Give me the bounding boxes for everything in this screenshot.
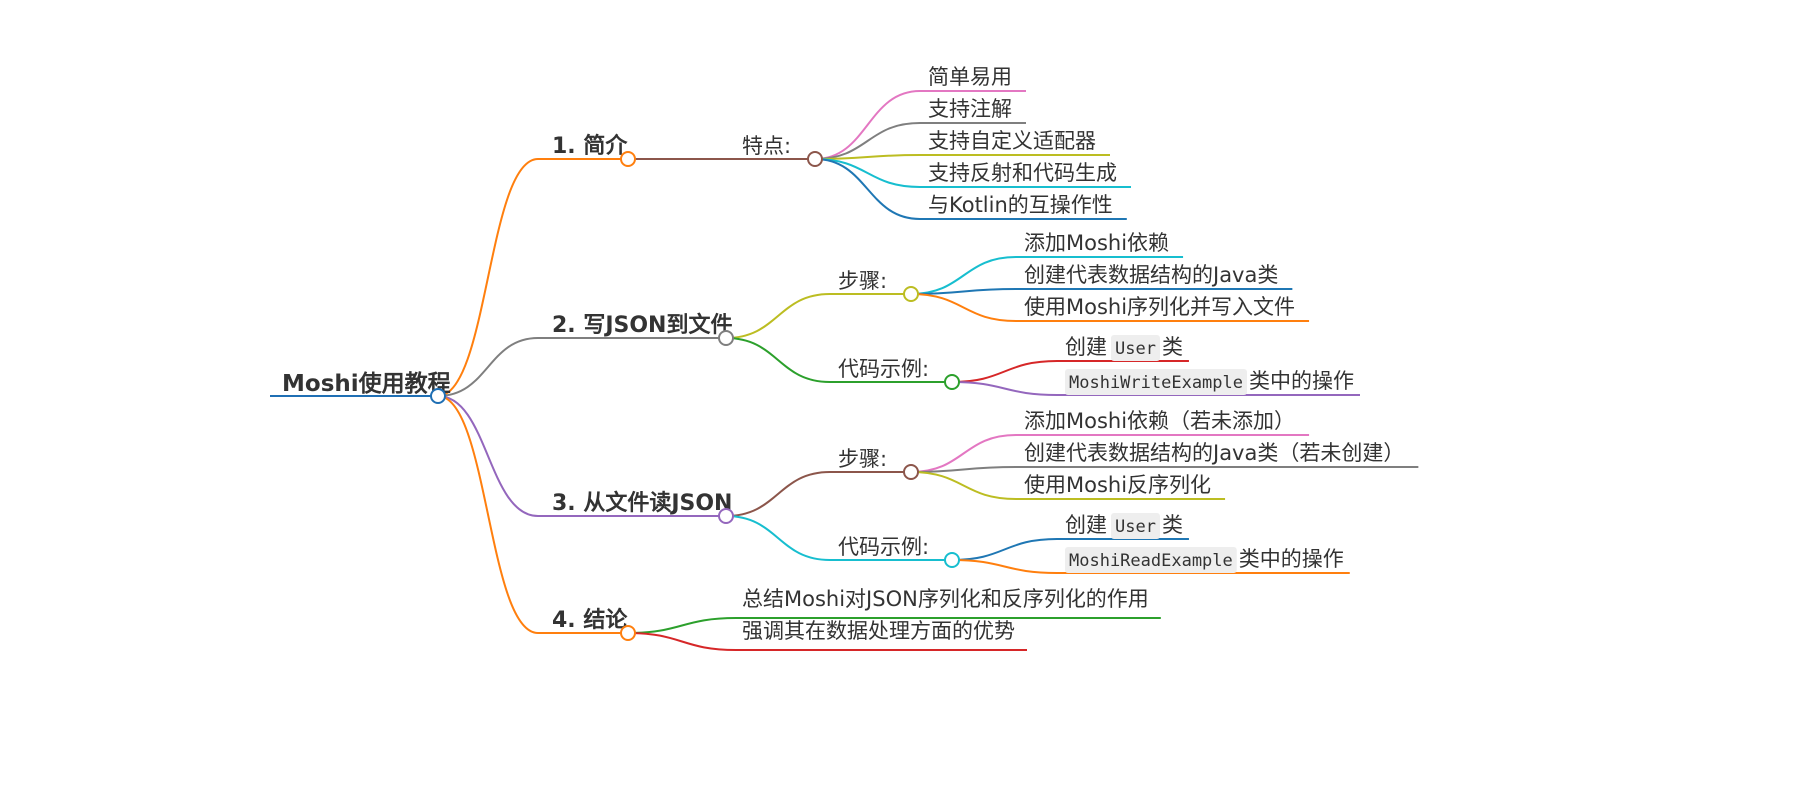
section-title: 3. 从文件读JSON: [552, 490, 732, 516]
leaf-text: 创建: [1065, 335, 1107, 359]
s4-collapse-toggle[interactable]: [620, 625, 636, 641]
leaf-connector: [910, 288, 1017, 295]
leaf-connector: [951, 538, 1058, 561]
code-snippet: User: [1115, 339, 1156, 359]
root-to-s1-line: [437, 158, 539, 397]
root-to-s4-line: [437, 395, 539, 634]
leaf-text: 简单易用: [928, 65, 1012, 89]
code-snippet: MoshiReadExample: [1069, 551, 1233, 571]
leaf-connector: [910, 293, 1017, 322]
leaf-connector: [627, 617, 737, 634]
g32-collapse-toggle[interactable]: [944, 552, 960, 568]
code-background: [1111, 513, 1160, 539]
g22-collapse-toggle[interactable]: [944, 374, 960, 390]
code-background: [1111, 335, 1160, 361]
code-snippet: User: [1115, 517, 1156, 537]
leaf-text: 创建代表数据结构的Java类（若未创建）: [1024, 441, 1404, 465]
s3-collapse-toggle[interactable]: [718, 508, 734, 524]
g21-collapse-toggle[interactable]: [903, 286, 919, 302]
g21-connector: [725, 293, 831, 339]
leaf-connector: [910, 434, 1017, 473]
g32-connector: [725, 515, 831, 561]
leaf-text: 类: [1162, 335, 1183, 359]
leaf-connector: [814, 90, 921, 160]
root-to-s3-line: [437, 395, 539, 517]
group-label: 特点:: [742, 134, 791, 158]
leaf-text: 强调其在数据处理方面的优势: [742, 619, 1015, 643]
leaf-text: 添加Moshi依赖: [1024, 231, 1169, 255]
root-collapse-toggle[interactable]: [430, 388, 446, 404]
leaf-connector: [814, 154, 921, 160]
g22-connector: [725, 337, 831, 383]
leaf-text: 使用Moshi序列化并写入文件: [1024, 295, 1295, 319]
section-title: 2. 写JSON到文件: [552, 312, 732, 338]
section-title: 4. 结论: [552, 607, 628, 633]
leaf-connector: [814, 122, 921, 160]
code-background: [1065, 547, 1237, 573]
leaf-text: 添加Moshi依赖（若未添加）: [1024, 409, 1295, 433]
code-snippet: MoshiWriteExample: [1069, 373, 1243, 393]
group-label: 代码示例:: [838, 357, 929, 381]
leaf-text: 与Kotlin的互操作性: [928, 193, 1113, 217]
leaf-text: 类: [1162, 513, 1183, 537]
leaf-text: 类中的操作: [1249, 369, 1354, 393]
leaf-text: 创建: [1065, 513, 1107, 537]
leaf-text: 支持自定义适配器: [928, 129, 1096, 153]
s1-collapse-toggle[interactable]: [620, 151, 636, 167]
leaf-connector: [814, 158, 921, 220]
leaf-connector: [951, 381, 1058, 396]
leaf-text: 创建代表数据结构的Java类: [1024, 263, 1278, 287]
group-label: 步骤:: [838, 269, 887, 293]
g31-connector: [725, 471, 831, 517]
leaf-connector: [627, 632, 737, 651]
mindmap-nodes: Moshi使用教程 1. 简介 特点: 简单易用支持注解支持自定义适配器支持反射和代码…: [282, 65, 1404, 643]
g31-collapse-toggle[interactable]: [903, 464, 919, 480]
g11-collapse-toggle[interactable]: [807, 151, 823, 167]
leaf-connector: [910, 471, 1017, 500]
code-background: [1065, 369, 1247, 395]
group-label: 代码示例:: [838, 535, 929, 559]
group-label: 步骤:: [838, 447, 887, 471]
leaf-text: 类中的操作: [1239, 547, 1344, 571]
root-topic-label: Moshi使用教程: [282, 370, 451, 397]
leaf-text: 使用Moshi反序列化: [1024, 473, 1211, 497]
leaf-connector: [910, 256, 1017, 295]
leaf-text: 总结Moshi对JSON序列化和反序列化的作用: [742, 587, 1149, 611]
leaf-connector: [814, 158, 921, 188]
section-title: 1. 简介: [552, 133, 628, 159]
root-to-s2-line: [437, 337, 539, 397]
leaf-text: 支持注解: [928, 97, 1012, 121]
leaf-text: 支持反射和代码生成: [928, 161, 1117, 185]
leaf-connector: [910, 466, 1017, 473]
leaf-connector: [951, 360, 1058, 383]
branch-lines: [270, 90, 1419, 651]
leaf-connector: [951, 559, 1058, 574]
s2-collapse-toggle[interactable]: [718, 330, 734, 346]
